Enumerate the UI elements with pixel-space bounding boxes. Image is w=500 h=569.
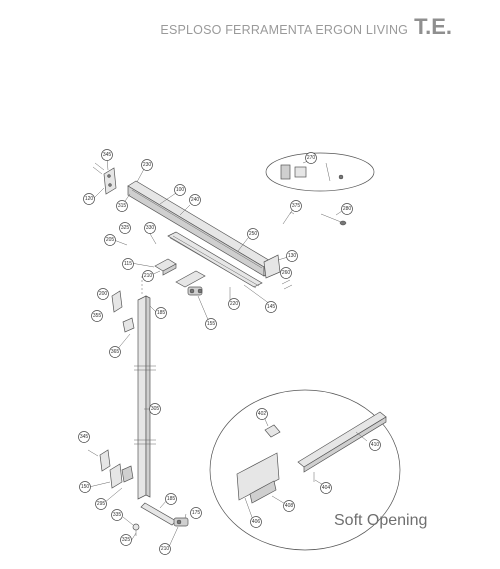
pivot-325 <box>132 523 140 536</box>
header-badge: T.E. <box>414 14 452 39</box>
part-tag-355: 355 <box>91 310 103 322</box>
svg-text:305: 305 <box>151 406 160 412</box>
svg-text:185: 185 <box>157 310 166 316</box>
svg-text:325: 325 <box>121 225 130 231</box>
bracket-200 <box>111 290 123 313</box>
svg-text:295: 295 <box>97 501 106 507</box>
svg-text:408: 408 <box>285 503 294 509</box>
svg-text:402: 402 <box>258 411 267 417</box>
part-tag-185b: 185 <box>165 493 177 505</box>
part-tag-145: 145 <box>265 301 277 313</box>
svg-text:375: 375 <box>292 203 301 209</box>
part-tag-120: 120 <box>83 193 95 205</box>
svg-text:315: 315 <box>118 203 127 209</box>
svg-text:410: 410 <box>371 442 380 448</box>
svg-text:325: 325 <box>122 537 131 543</box>
part-tag-375: 375 <box>290 200 302 212</box>
svg-text:260: 260 <box>282 270 291 276</box>
part-tag-150: 150 <box>79 481 91 493</box>
part-tag-175: 175 <box>190 507 202 519</box>
svg-text:155: 155 <box>207 321 216 327</box>
bracket-150 <box>109 463 134 489</box>
part-tag-335: 335 <box>111 509 123 521</box>
svg-text:240: 240 <box>191 197 200 203</box>
screws-260 <box>281 279 293 290</box>
part-tag-330: 330 <box>144 222 156 234</box>
slider-block-210 <box>154 258 177 276</box>
part-tag-230: 230 <box>141 159 153 171</box>
part-tag-210: 210 <box>142 270 154 282</box>
svg-text:100: 100 <box>176 187 185 193</box>
svg-text:185: 185 <box>167 496 176 502</box>
part-tag-250: 250 <box>247 228 259 240</box>
header-title: ESPLOSO FERRAMENTA ERGON LIVING <box>160 23 409 37</box>
part-tag-100: 100 <box>174 184 186 196</box>
part-tag-408: 408 <box>283 500 295 512</box>
part-tag-115: 115 <box>122 258 134 270</box>
part-tag-240: 240 <box>189 194 201 206</box>
vertical-post <box>134 276 156 500</box>
part-tag-325b: 325 <box>120 534 132 546</box>
svg-text:404: 404 <box>322 485 331 491</box>
hex-key-375 <box>282 211 295 225</box>
part-tag-130: 130 <box>286 250 298 262</box>
part-tag-260: 260 <box>280 267 292 279</box>
svg-text:345: 345 <box>103 152 112 158</box>
part-tag-270: 270 <box>305 152 317 164</box>
svg-text:250: 250 <box>249 231 258 237</box>
part-tag-295: 295 <box>95 498 107 510</box>
svg-text:220: 220 <box>230 301 239 307</box>
svg-text:280: 280 <box>343 206 352 212</box>
part-tag-210b: 210 <box>159 543 171 555</box>
part-tag-280: 280 <box>341 203 353 215</box>
part-tag-406: 406 <box>250 516 262 528</box>
guide-channel <box>167 231 263 289</box>
tool-280 <box>320 213 347 226</box>
soft-opening-detail <box>209 389 401 551</box>
svg-text:210: 210 <box>161 546 170 552</box>
part-tag-185: 185 <box>155 307 167 319</box>
part-tag-315: 315 <box>116 200 128 212</box>
svg-text:365: 365 <box>111 349 120 355</box>
svg-text:210: 210 <box>144 273 153 279</box>
svg-text:200: 200 <box>99 291 108 297</box>
part-tag-365: 365 <box>109 346 121 358</box>
part-tag-402: 402 <box>256 408 268 420</box>
end-cap-130 <box>263 254 281 279</box>
part-tag-404: 404 <box>320 482 332 494</box>
svg-text:150: 150 <box>81 484 90 490</box>
clip-355 <box>122 317 135 333</box>
svg-text:205: 205 <box>106 237 115 243</box>
svg-text:115: 115 <box>124 261 132 267</box>
svg-text:175: 175 <box>192 510 201 516</box>
part-tag-325: 325 <box>119 222 131 234</box>
part-tag-305: 305 <box>149 403 161 415</box>
svg-text:330: 330 <box>146 225 155 231</box>
svg-text:335: 335 <box>113 512 122 518</box>
svg-text:120: 120 <box>85 196 94 202</box>
trolley-145 <box>175 270 206 296</box>
bracket-345-bottom <box>87 449 111 472</box>
part-tag-155: 155 <box>205 318 217 330</box>
part-tag-200: 200 <box>97 288 109 300</box>
part-tag-410: 410 <box>369 439 381 451</box>
svg-text:145: 145 <box>267 304 276 310</box>
svg-text:345: 345 <box>80 434 89 440</box>
part-tag-205: 205 <box>104 234 116 246</box>
part-tag-345: 345 <box>101 149 113 161</box>
header: ESPLOSO FERRAMENTA ERGON LIVING T.E. <box>160 14 452 40</box>
svg-text:406: 406 <box>252 519 261 525</box>
part-tag-345b: 345 <box>78 431 90 443</box>
accessory-group-270 <box>265 152 375 192</box>
bracket-345-top <box>92 162 117 195</box>
svg-text:230: 230 <box>143 162 152 168</box>
svg-text:355: 355 <box>93 313 102 319</box>
lower-hinge <box>140 502 189 527</box>
soft-opening-caption: Soft Opening <box>334 512 428 529</box>
svg-text:130: 130 <box>288 253 297 259</box>
svg-text:270: 270 <box>307 155 316 161</box>
part-tag-220: 220 <box>228 298 240 310</box>
